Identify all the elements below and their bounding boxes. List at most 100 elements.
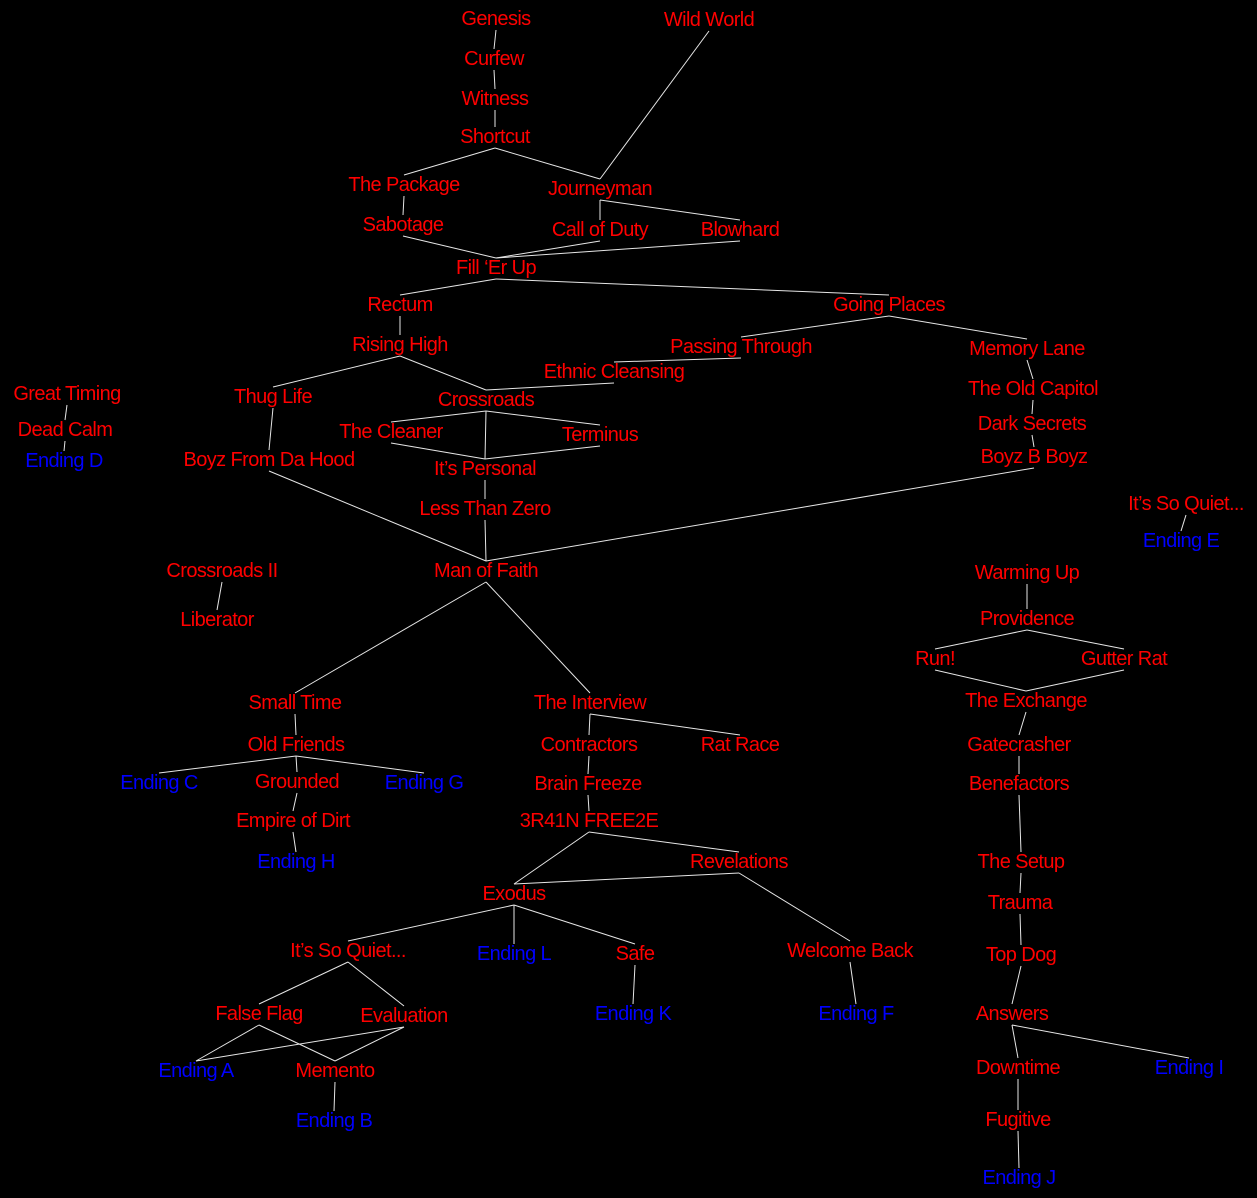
edge-sabotage-to-fill_er_up	[402, 235, 497, 259]
mission-node-welcome-back: Welcome Back	[787, 940, 913, 962]
mission-node-passing-through: Passing Through	[670, 336, 812, 358]
mission-node-exodus: Exodus	[482, 883, 546, 905]
mission-node-false-flag: False Flag	[215, 1003, 303, 1025]
edge-going_places-to-passing_through	[740, 315, 890, 338]
mission-node-blowhard: Blowhard	[700, 219, 780, 241]
mission-node-ethnic-cleansing: Ethnic Cleansing	[543, 361, 685, 383]
mission-node-old-capitol: The Old Capitol	[968, 378, 1099, 400]
mission-node-witness: Witness	[461, 88, 530, 110]
edge-old_capitol-to-dark_secrets	[1031, 399, 1034, 415]
edge-quiet_a-to-false_flag	[258, 961, 349, 1005]
mission-node-the-exchange: The Exchange	[965, 690, 1087, 712]
edge-man_of_faith-to-small_time	[294, 581, 487, 694]
edge-benefactors-to-the_setup	[1018, 794, 1022, 853]
mission-node-rat-race: Rat Race	[700, 734, 780, 756]
edge-false_flag-to-memento	[258, 1024, 336, 1062]
edge-fill_er_up-to-going_places	[495, 278, 890, 296]
edge-curfew-to-witness	[493, 69, 496, 90]
mission-node-evaluation: Evaluation	[360, 1005, 448, 1027]
edge-brain_free2e-to-revelations	[588, 831, 740, 853]
edge-empire_of_dirt-to-ending_h	[292, 831, 297, 853]
mission-node-thug-life: Thug Life	[234, 386, 313, 408]
mission-node-shortcut: Shortcut	[460, 126, 530, 148]
edge-grounded-to-empire_of_dirt	[292, 792, 298, 812]
mission-node-dark-secrets: Dark Secrets	[977, 413, 1087, 435]
edge-quiet_a-to-evaluation	[347, 961, 405, 1007]
ending-node-ending-c: Ending C	[120, 772, 198, 794]
mission-node-the-setup: The Setup	[977, 851, 1065, 873]
mission-node-going-places: Going Places	[833, 294, 945, 316]
edge-package-to-sabotage	[402, 195, 405, 216]
edge-revelations-to-exodus	[513, 872, 740, 885]
edge-memento-to-ending_b	[333, 1081, 336, 1112]
edge-old_friends-to-ending_g	[295, 755, 425, 774]
mission-node-brain-freeze: Brain Freeze	[534, 773, 642, 795]
ending-node-ending-j: Ending J	[982, 1167, 1056, 1189]
mission-node-journeyman: Journeyman	[547, 178, 653, 200]
edge-dark_secrets-to-boyz_b_boyz	[1031, 434, 1035, 448]
edge-boyz_b_boyz-to-man_of_faith	[485, 467, 1035, 562]
mission-node-providence: Providence	[979, 608, 1075, 630]
mission-node-downtime: Downtime	[975, 1057, 1061, 1079]
edge-small_time-to-old_friends	[294, 713, 297, 736]
edge-crossroads_ii-to-liberator	[216, 581, 223, 611]
mission-node-fugitive: Fugitive	[985, 1109, 1051, 1131]
ending-node-ending-b: Ending B	[295, 1110, 373, 1132]
edge-trauma-to-top_dog	[1019, 913, 1022, 946]
edge-the_interview-to-rat_race	[589, 713, 741, 736]
edge-welcome_back-to-ending_f	[849, 961, 857, 1005]
edge-top_dog-to-answers	[1011, 965, 1022, 1005]
mission-node-brain-free2e: 3R41N FREE2E	[519, 810, 659, 832]
edge-gutter_rat-to-the_exchange	[1025, 669, 1125, 692]
mission-node-great-timing: Great Timing	[13, 383, 121, 405]
edge-blowhard-to-fill_er_up	[495, 240, 741, 259]
edge-old_friends-to-ending_c	[158, 755, 297, 774]
edge-less_than_zero-to-man_of_faith	[484, 519, 487, 562]
mission-node-call-of-duty: Call of Duty	[551, 219, 649, 241]
edge-rising_high-to-crossroads	[399, 355, 487, 391]
edge-the_interview-to-contractors	[588, 713, 591, 736]
edge-the_exchange-to-gatecrasher	[1018, 711, 1027, 736]
mission-node-package: The Package	[348, 174, 460, 196]
edge-memory_lane-to-old_capitol	[1026, 359, 1034, 380]
edge-dead_calm-to-ending_d	[63, 440, 66, 452]
edge-evaluation-to-memento	[334, 1026, 405, 1062]
edge-fugitive-to-ending_j	[1017, 1130, 1020, 1169]
mission-node-rectum: Rectum	[367, 294, 433, 316]
mission-node-memory-lane: Memory Lane	[969, 338, 1085, 360]
edge-safe-to-ending_k	[632, 964, 636, 1005]
mission-node-liberator: Liberator	[180, 609, 254, 631]
mission-node-memento: Memento	[295, 1060, 375, 1082]
edge-terminus-to-its_personal	[484, 445, 601, 460]
ending-node-ending-a: Ending A	[158, 1060, 234, 1082]
edge-ethnic_cleansing-to-crossroads	[485, 382, 615, 391]
ending-node-ending-i: Ending I	[1154, 1057, 1224, 1079]
mission-node-small-time: Small Time	[248, 692, 343, 714]
edge-shortcut-to-package	[403, 147, 496, 176]
edge-shortcut-to-journeyman	[494, 147, 601, 180]
edge-evaluation-to-ending_a	[195, 1026, 405, 1062]
mission-node-grounded: Grounded	[254, 771, 340, 793]
edge-providence-to-run	[934, 629, 1028, 650]
edge-passing_through-to-ethnic_cleansing	[613, 357, 742, 363]
edge-journeyman-to-blowhard	[599, 199, 741, 221]
edge-crossroads-to-terminus	[485, 410, 601, 426]
mission-node-run: Run!	[915, 648, 955, 670]
mission-node-crossroads: Crossroads	[437, 389, 535, 411]
ending-node-ending-h: Ending H	[257, 851, 335, 873]
mission-node-terminus: Terminus	[561, 424, 639, 446]
mission-node-answers: Answers	[975, 1003, 1049, 1025]
mission-node-crossroads-ii: Crossroads II	[166, 560, 278, 582]
mission-node-sabotage: Sabotage	[362, 214, 444, 236]
edge-contractors-to-brain_freeze	[587, 755, 590, 775]
ending-node-ending-e: Ending E	[1142, 530, 1220, 552]
edge-great_timing-to-dead_calm	[64, 404, 68, 421]
edge-call_of_duty-to-fill_er_up	[495, 240, 601, 259]
edge-fill_er_up-to-rectum	[399, 278, 497, 296]
edge-run-to-the_exchange	[934, 669, 1027, 692]
mission-node-quiet-a: It’s So Quiet...	[290, 940, 406, 962]
mission-node-warming-up: Warming Up	[974, 562, 1080, 584]
mission-node-dead-calm: Dead Calm	[17, 419, 113, 441]
mission-node-wild-world: Wild World	[663, 9, 755, 31]
